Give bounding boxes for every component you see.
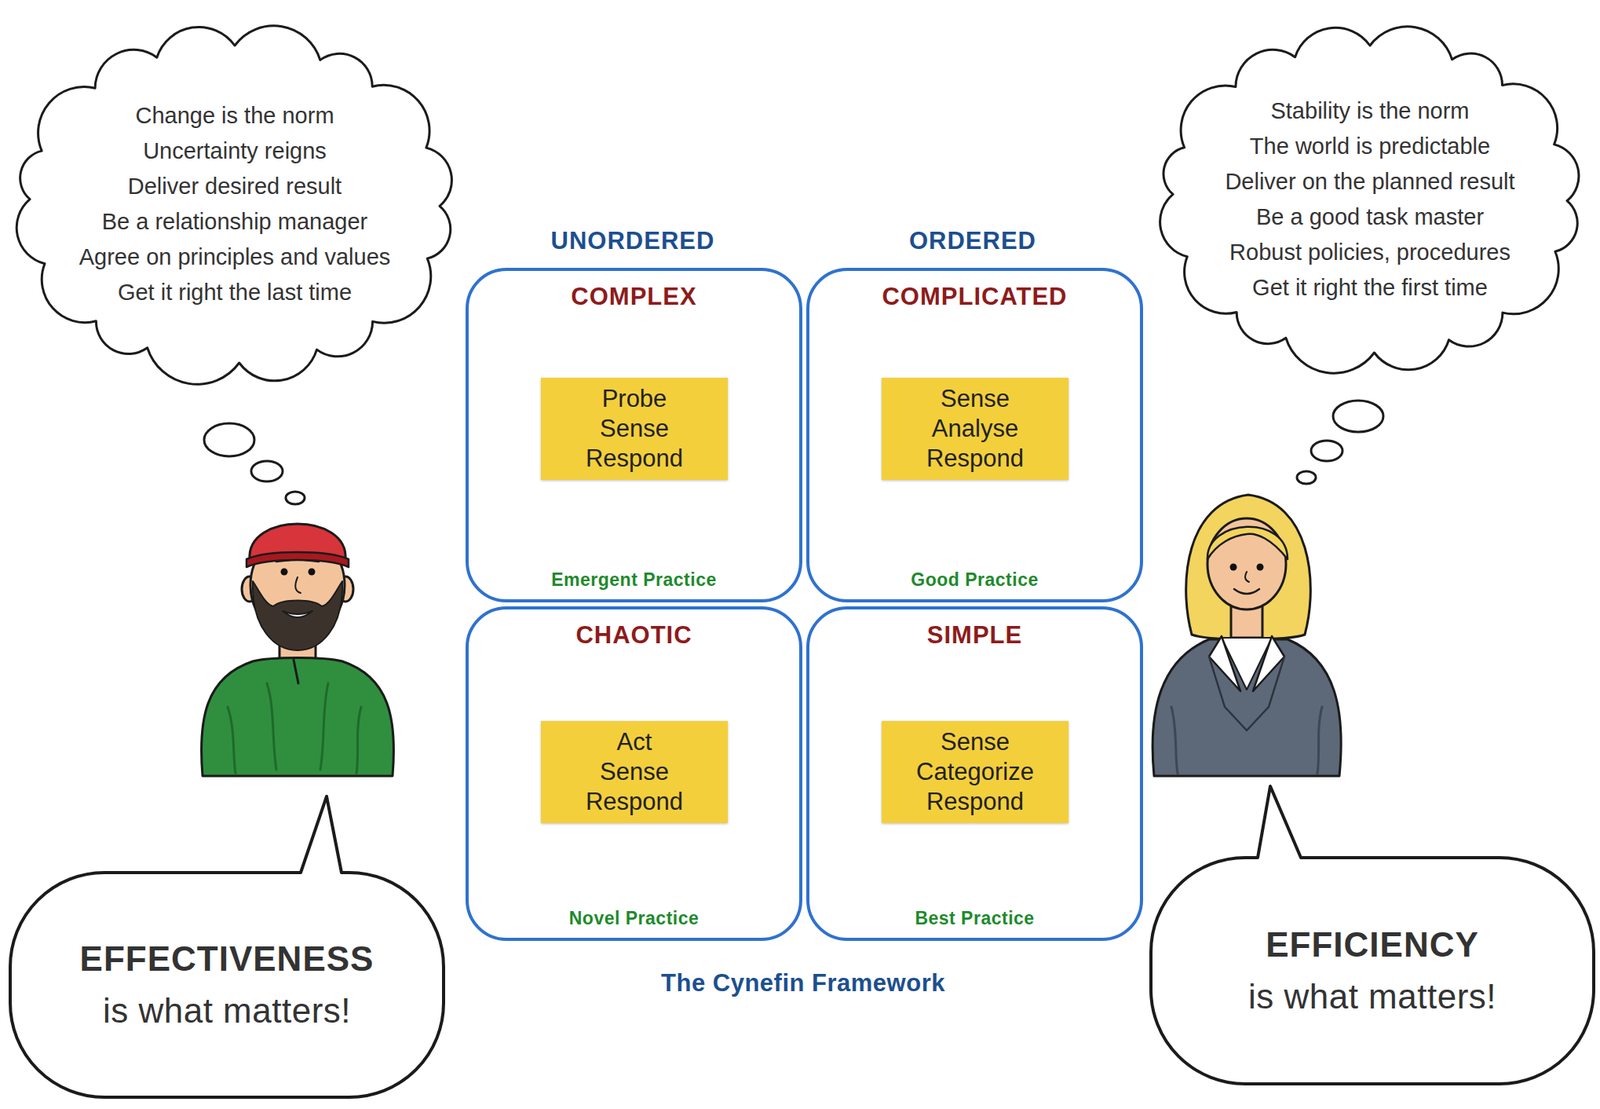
domain-box: SIMPLE Best Practice Sense Categorize Resp… [806,606,1144,941]
practice-label: Best Practice [809,905,1140,930]
bubble-outline [10,872,444,1097]
domain-box: COMPLEX Emergent Practice Probe Sense Resp… [465,267,803,603]
method-box: Sense Analyse Respond [881,377,1069,480]
thought-line: The world is predictable [1249,128,1491,165]
method-steps: Act Sense Respond [585,726,684,817]
bubble-outline [1150,857,1594,1084]
column-heading: UNORDERED [475,226,790,256]
thought-trail-part [1333,400,1384,432]
framework-caption: The Cynefin Framework [567,968,1039,998]
bubble-outline-path [10,796,444,1097]
domain-title: SIMPLE [809,620,1140,651]
woman-figure-part [1209,635,1241,691]
method-steps: Sense Categorize Respond [916,726,1034,817]
thought-line: Deliver on the planned result [1224,164,1515,200]
thought-cloud: Stability is the normThe world is predic… [1147,20,1593,378]
method-box: Sense Categorize Respond [881,720,1069,823]
cloud-outline-path [1160,26,1579,373]
thought-line: Robust policies, procedures [1229,234,1511,271]
woman-figure-part [1234,588,1260,594]
bubble-heading: EFFICIENCY [1265,918,1480,971]
cloud-text-block: Change is the normUncertainty reignsDeli… [4,20,465,388]
domain-title: CHAOTIC [468,620,800,651]
thought-trail-part [1296,471,1316,484]
woman-figure [1152,494,1341,776]
cloud-outline [1147,20,1593,378]
thought-line: Be a relationship manager [102,204,369,240]
man-figure [200,523,394,776]
column-heading: ORDERED [815,226,1130,256]
bubble-text: is what matters! [1248,970,1497,1023]
domain-title: COMPLICATED [809,281,1140,312]
man-figure-part [281,568,289,576]
thought-trail-part [204,423,255,457]
woman-figure-part [1230,563,1238,571]
cloud-outline-path [16,25,452,384]
bubble-text: is what matters! [102,984,351,1037]
method-steps: Sense Analyse Respond [926,383,1024,474]
thought-line: Get it right the first time [1252,270,1488,306]
man-figure-part [200,657,394,777]
thought-line: Change is the norm [135,98,334,134]
practice-label: Novel Practice [468,905,800,930]
bubble-text-block: EFFICIENCYis what matters! [1150,857,1594,1084]
method-box: Probe Sense Respond [540,377,728,480]
cloud-text-block: Stability is the normThe world is predic… [1147,20,1593,378]
thought-line: Uncertainty reigns [142,133,327,169]
man-figure-part [295,577,301,593]
woman-figure-part [1209,656,1285,731]
woman-figure-part [1256,563,1264,571]
thought-line: Be a good task master [1256,199,1484,235]
thought-line: Agree on principles and values [79,239,391,275]
bubble-outline-path [1150,785,1594,1084]
practice-label: Good Practice [809,567,1140,592]
man-figure-part [293,659,299,684]
domain-title: COMPLEX [468,281,800,312]
thought-trail-part [251,460,283,482]
woman-figure-part [1186,494,1312,640]
method-steps: Probe Sense Respond [585,383,684,474]
cloud-outline [4,20,465,388]
speech-bubble: EFFECTIVENESSis what matters! [10,872,444,1097]
thought-trail-part [1311,440,1343,461]
bubble-heading: EFFECTIVENESS [80,932,375,985]
bubble-text-block: EFFECTIVENESSis what matters! [10,872,444,1097]
thought-cloud: Change is the normUncertainty reignsDeli… [4,20,465,388]
speech-bubble: EFFICIENCYis what matters! [1150,857,1594,1084]
woman-figure-part [1207,526,1288,559]
method-box: Act Sense Respond [540,720,728,823]
thought-line: Get it right the last time [117,274,352,311]
man-figure-part [282,610,313,618]
domain-box: COMPLICATED Good Practice Sense Analyse Re… [806,267,1144,603]
woman-figure-part [1171,706,1323,774]
man-figure-part [246,551,349,567]
thought-trail-part [285,491,305,505]
thought-line: Stability is the norm [1270,93,1469,129]
woman-figure-part [1245,571,1250,582]
domain-box: CHAOTIC Novel Practice Act Sense Respond [465,606,803,941]
practice-label: Emergent Practice [468,567,800,592]
thought-line: Deliver desired result [127,168,342,205]
woman-figure-part [1252,635,1285,691]
man-figure-part [227,683,362,774]
man-figure-part [308,568,316,576]
